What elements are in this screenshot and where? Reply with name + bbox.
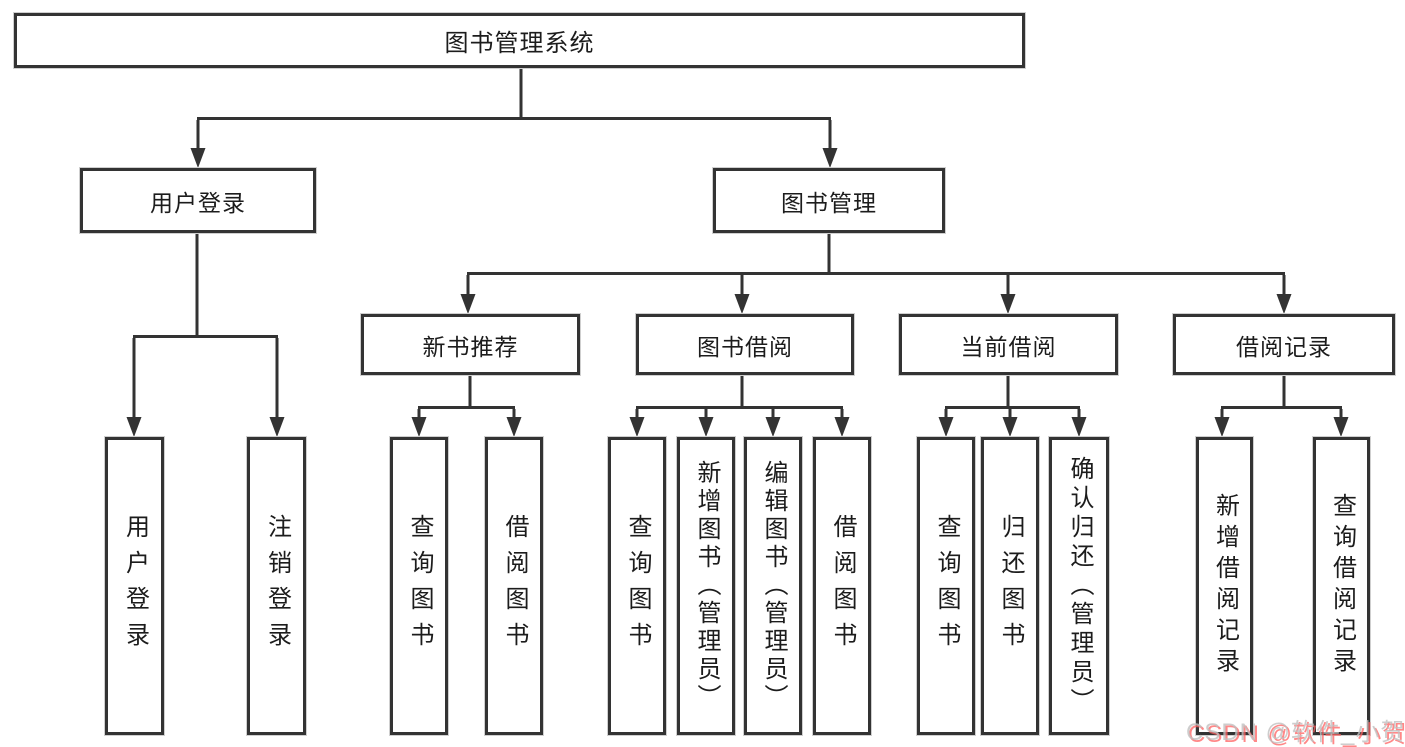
node-book-borrowing: 图书借阅 — [636, 314, 854, 375]
node-book-management: 图书管理 — [713, 168, 945, 233]
node-confirm-return-admin: 确认归还（管理员） — [1049, 437, 1109, 735]
node-current-query-books: 查询图书 — [917, 437, 975, 735]
node-user-login-module: 用户登录 — [80, 168, 316, 233]
node-new-book-recommend: 新书推荐 — [361, 314, 580, 375]
node-return-books: 归还图书 — [981, 437, 1039, 735]
node-recommend-query-books: 查询图书 — [390, 437, 448, 735]
node-add-borrow-record: 新增借阅记录 — [1196, 437, 1253, 735]
node-recommend-borrow-books: 借阅图书 — [485, 437, 543, 735]
node-borrowing-query-books: 查询图书 — [608, 437, 666, 735]
node-logout: 注销登录 — [247, 437, 306, 735]
node-query-borrow-record: 查询借阅记录 — [1313, 437, 1370, 735]
node-user-login: 用户登录 — [105, 437, 164, 735]
node-edit-books-admin: 编辑图书（管理员） — [744, 437, 802, 735]
csdn-watermark: CSDN @软件_小贺同学 — [1186, 719, 1405, 746]
node-library-system: 图书管理系统 — [14, 13, 1025, 68]
node-borrowing-records: 借阅记录 — [1173, 314, 1395, 375]
node-current-borrowing: 当前借阅 — [899, 314, 1118, 375]
node-add-books-admin: 新增图书（管理员） — [677, 437, 735, 735]
node-borrowing-borrow-books: 借阅图书 — [813, 437, 871, 735]
